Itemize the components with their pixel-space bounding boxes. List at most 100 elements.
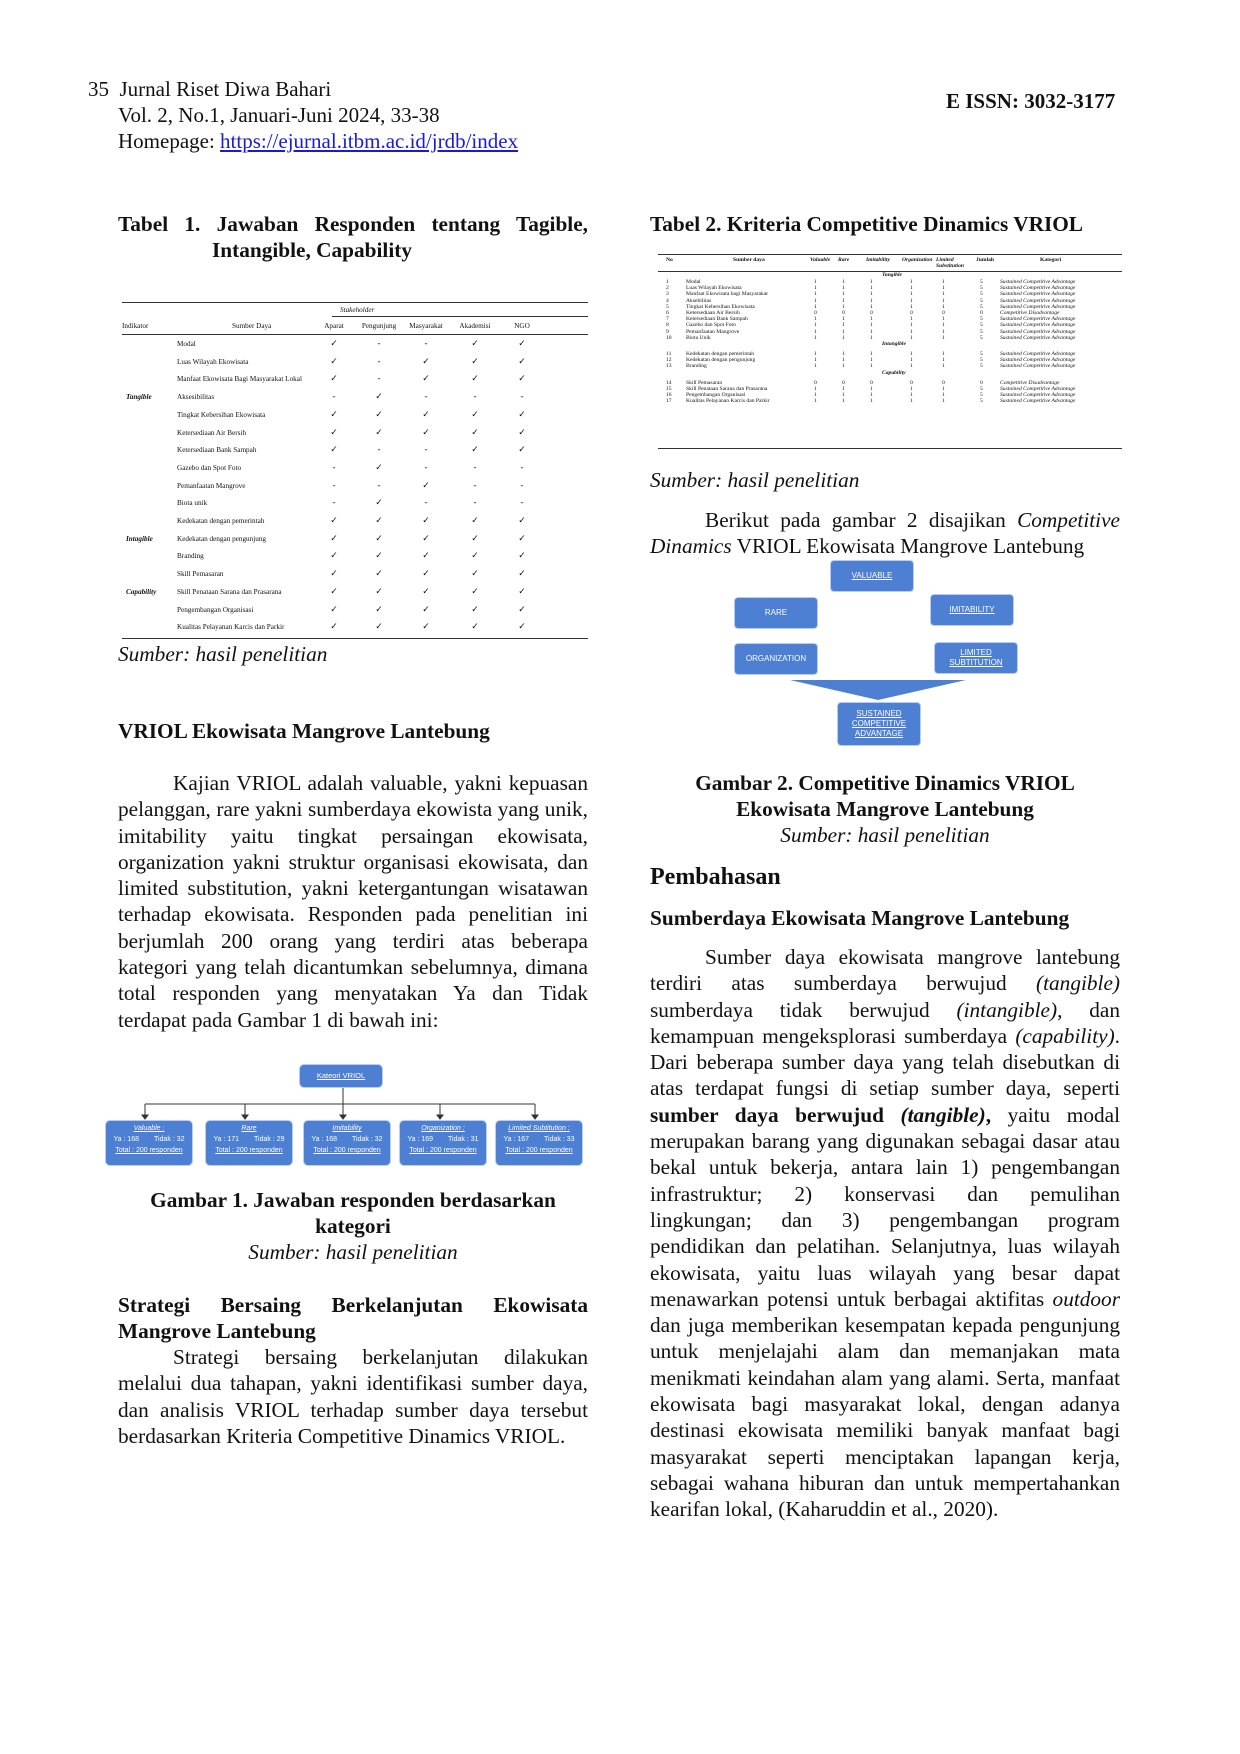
table2-jumlah: 5 bbox=[980, 398, 983, 405]
table2-value: 1 bbox=[942, 297, 945, 304]
table2-title: Tabel 2. Kriteria Competitive Dinamics V… bbox=[650, 212, 1084, 236]
table1-mark: ✓ bbox=[330, 444, 338, 455]
table2-value: 1 bbox=[870, 279, 873, 285]
table-rule bbox=[658, 254, 1122, 255]
table1-sumber-daya: Manfaat Ekowisata Bagi Masyarakat Lokal bbox=[177, 375, 302, 384]
table2-value: 1 bbox=[814, 392, 817, 398]
table-row: Ketersediaan Air Bersih✓✓✓✓✓ bbox=[122, 425, 588, 443]
table1-col-header: Sumber Daya bbox=[232, 322, 272, 330]
table1-sumber-daya: Gazebo dan Spot Foto bbox=[177, 463, 242, 472]
table2-value: 1 bbox=[942, 334, 945, 341]
funnel-arrow-icon bbox=[790, 680, 966, 700]
table2-jumlah: 5 bbox=[980, 303, 983, 310]
table1-mark: - bbox=[473, 391, 477, 402]
table2-value: 1 bbox=[842, 285, 845, 292]
table1-mark: ✓ bbox=[471, 408, 479, 419]
table2-value: 0 bbox=[910, 379, 913, 386]
page-number: 35 bbox=[88, 77, 109, 101]
table1-mark: - bbox=[424, 444, 428, 455]
table1-mark: ✓ bbox=[471, 585, 479, 596]
table-row: Skill Penataan Sarana dan Prasarana✓✓✓✓✓ bbox=[122, 584, 588, 602]
table2-value: 0 bbox=[942, 310, 945, 316]
table2-value: 1 bbox=[870, 291, 873, 298]
figure1-caption-line1: Gambar 1. Jawaban responden berdasarkan bbox=[150, 1188, 556, 1212]
table2-value: 1 bbox=[910, 322, 913, 329]
table2-jumlah: 5 bbox=[980, 291, 983, 298]
table-row: Kedekatan dengan pengunjung✓✓✓✓✓ bbox=[122, 531, 588, 549]
table2-jumlah: 5 bbox=[980, 392, 983, 398]
table2-value: 1 bbox=[942, 351, 945, 357]
table2-value: 1 bbox=[870, 392, 873, 398]
table2-no: 6 bbox=[666, 310, 669, 316]
table2-source: Sumber: hasil penelitian bbox=[650, 468, 860, 492]
table2-no: 10 bbox=[666, 334, 672, 341]
table1-mark: - bbox=[473, 479, 477, 490]
table2-sumber: Kedekatan dengan pengunjung bbox=[686, 357, 756, 364]
table1-mark: ✓ bbox=[330, 603, 338, 614]
table1-sumber-daya: Ketersediaan Air Bersih bbox=[177, 428, 247, 437]
homepage-link[interactable]: https://ejurnal.itbm.ac.id/jrdb/index bbox=[220, 129, 519, 153]
table2-value: 1 bbox=[814, 351, 817, 357]
table2-value: 1 bbox=[910, 285, 913, 292]
table1-mark: ✓ bbox=[518, 532, 526, 543]
table-row: Ketersediaan Bank Sampah✓--✓✓ bbox=[122, 442, 588, 460]
table1-mark: ✓ bbox=[471, 515, 479, 525]
table2-value: 1 bbox=[842, 357, 845, 364]
table2-kategori: Sustained Competitive Advantage bbox=[1000, 398, 1076, 405]
table1-mark: ✓ bbox=[330, 355, 338, 366]
table1-mark: - bbox=[377, 479, 381, 490]
table1-mark: - bbox=[377, 338, 381, 348]
table1-mark: ✓ bbox=[330, 426, 338, 437]
table2-value: 1 bbox=[910, 279, 913, 285]
table-row: Manfaat Ekowisata Bagi Masyarakat Lokal ✓… bbox=[122, 371, 588, 389]
table1-mark: - bbox=[424, 497, 428, 508]
imitability-label: IMITABILITY bbox=[949, 605, 995, 614]
table2-value: 1 bbox=[910, 291, 913, 298]
table1-mark: ✓ bbox=[422, 373, 430, 384]
table1-mark: ✓ bbox=[422, 550, 430, 561]
figure2-source: Sumber: hasil penelitian bbox=[780, 823, 990, 847]
para-bold-italic: (tangible) bbox=[900, 1102, 986, 1127]
page-header: 35 Jurnal Riset Diwa Bahari bbox=[88, 76, 331, 102]
table2-sumber: Skill Penataan Sarana dan Prasarana bbox=[686, 385, 768, 392]
table2-value: 0 bbox=[942, 379, 945, 386]
figure1-box-title: Rare bbox=[241, 1125, 257, 1132]
valuable-box: VALUABLE bbox=[830, 560, 914, 592]
table2-value: 1 bbox=[942, 279, 945, 285]
table2-value: 1 bbox=[910, 385, 913, 392]
table2-sumber: Branding bbox=[686, 363, 707, 370]
table1-mark: ✓ bbox=[375, 550, 383, 561]
para-bold: sumber daya berwujud bbox=[650, 1102, 901, 1127]
paragraph-sumberdaya: Sumber daya ekowisata mangrove lantebung… bbox=[650, 944, 1120, 1523]
table2-no: 1 bbox=[666, 279, 669, 285]
table2-value: 1 bbox=[842, 363, 845, 370]
table2-kategori: Sustained Competitive Advantage bbox=[1000, 328, 1076, 335]
table1-mark: ✓ bbox=[422, 355, 430, 366]
table1-indicator: Capability bbox=[126, 587, 157, 596]
table1-sumber-daya: Kualitas Pelayanan Karcis dan Parkir bbox=[177, 623, 285, 632]
sustained-advantage-box: SUSTAINED COMPETITIVE ADVANTAGE bbox=[837, 702, 921, 746]
intro-text: Berikut pada gambar 2 disajikan bbox=[705, 508, 1018, 532]
heading-sumberdaya: Sumberdaya Ekowisata Mangrove Lantebung bbox=[650, 906, 1070, 930]
table1-sumber-daya: Pengembangan Organisasi bbox=[177, 605, 254, 614]
table-row: Pengembangan Organisasi✓✓✓✓✓ bbox=[122, 602, 588, 620]
table2-kategori: Sustained Competitive Advantage bbox=[1000, 303, 1076, 310]
table1-mark: - bbox=[424, 338, 428, 348]
table1-mark: ✓ bbox=[518, 355, 526, 366]
table1-sumber-daya: Branding bbox=[177, 552, 204, 561]
paragraph-vriol: Kajian VRIOL adalah valuable, yakni kepu… bbox=[118, 771, 588, 1032]
table2-no: 14 bbox=[666, 379, 672, 386]
para-text: . Dari beberapa sumber daya yang telah d… bbox=[650, 1023, 1120, 1101]
table2-value: 1 bbox=[842, 303, 845, 310]
table2-kategori: Sustained Competitive Advantage bbox=[1000, 291, 1076, 298]
